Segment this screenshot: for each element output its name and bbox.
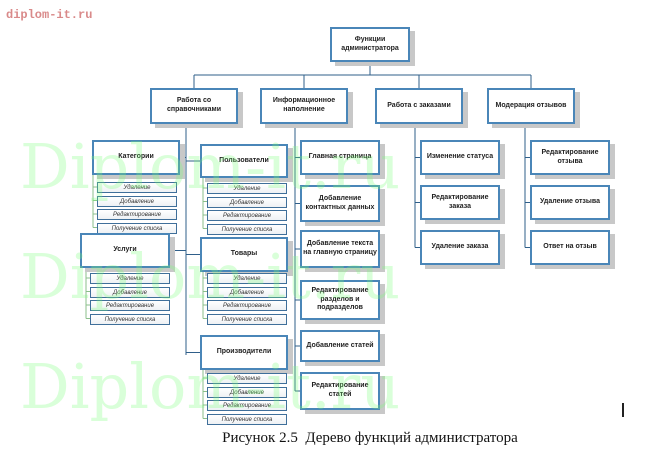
action-item: Получение списка [207, 313, 287, 325]
function-node: Удаление отзыва [530, 185, 610, 220]
category-node: Производители [200, 335, 288, 370]
function-node: Ответ на отзыв [530, 230, 610, 265]
function-node: Главная страница [300, 140, 380, 175]
category-node: Категории [92, 140, 180, 175]
branch-node: Работа с заказами [375, 88, 463, 124]
branch-node: Модерация отзывов [487, 88, 575, 124]
action-item: Получение списка [207, 413, 287, 425]
action-item: Редактирование [90, 300, 170, 311]
action-item: Удаление [97, 182, 177, 193]
figure-caption: Рисунок 2.5 Дерево функций администратор… [222, 430, 518, 446]
action-item: Добавление [207, 286, 287, 298]
function-node: Редактирование заказа [420, 185, 500, 220]
action-item: Добавление [207, 196, 287, 208]
function-node: Добавление контактных данных [300, 185, 380, 222]
action-item: Удаление [90, 273, 170, 284]
action-item: Редактирование [207, 400, 287, 411]
action-item: Редактирование [97, 209, 177, 220]
action-item: Удаление [207, 273, 287, 284]
action-item: Редактирование [207, 210, 287, 221]
category-node: Товары [200, 237, 288, 272]
function-node: Изменение статуса [420, 140, 500, 175]
action-item: Удаление [207, 183, 287, 194]
function-node: Добавление текста на главную страницу [300, 230, 380, 268]
function-node: Редактирование разделов и подразделов [300, 280, 380, 320]
action-item: Удаление [207, 373, 287, 384]
action-item: Добавление [90, 286, 170, 298]
function-node: Редактирование отзыва [530, 140, 610, 175]
function-node: Редактирование статей [300, 372, 380, 410]
action-item: Добавление [207, 386, 287, 398]
function-node: Удаление заказа [420, 230, 500, 265]
category-node: Услуги [80, 233, 170, 268]
action-item: Получение списка [207, 223, 287, 235]
category-node: Пользователи [200, 144, 288, 178]
action-item: Получение списка [97, 222, 177, 234]
branch-node: Работа со справочниками [150, 88, 238, 124]
action-item: Получение списка [90, 313, 170, 325]
action-item: Добавление [97, 195, 177, 207]
function-node: Добавление статей [300, 330, 380, 362]
action-item: Редактирование [207, 300, 287, 311]
root-node: Функции администратора [330, 27, 410, 62]
branch-node: Информационное наполнение [260, 88, 348, 124]
text-cursor [622, 403, 624, 417]
watermark-top: diplom-it.ru [6, 8, 93, 22]
